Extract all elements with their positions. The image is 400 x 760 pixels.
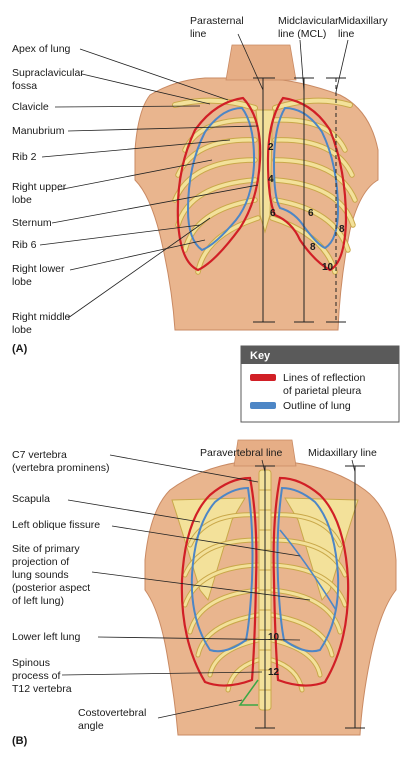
neck bbox=[225, 44, 297, 81]
scapula-label: Scapula bbox=[12, 493, 50, 505]
spinous-label-line3: T12 vertebra bbox=[12, 683, 72, 695]
panel-a-left-labels: Apex of lung Supraclavicular fossa Clavi… bbox=[12, 43, 259, 355]
rib-number: 10 bbox=[268, 632, 280, 643]
midaxillary-label: Midaxillary bbox=[338, 15, 388, 27]
c7-label-line2: (vertebra prominens) bbox=[12, 462, 109, 474]
posterior-left-lung bbox=[276, 486, 340, 653]
lower-left-lung-label: Lower left lung bbox=[12, 631, 80, 643]
site-primary-label-line3: lung sounds bbox=[12, 569, 69, 581]
key-pleura-label: Lines of reflection bbox=[283, 372, 365, 384]
supraclavicular-label-line2: fossa bbox=[12, 80, 37, 92]
panel-b: 10 12 Paravertebral line Midaxillary lin… bbox=[12, 439, 397, 747]
key-header bbox=[241, 346, 399, 364]
posterior-right-pleura bbox=[180, 476, 258, 687]
midaxillary-label-b: Midaxillary line bbox=[308, 447, 377, 459]
key-pleura-label-line2: of parietal pleura bbox=[283, 385, 361, 397]
parasternal-label-line2: line bbox=[190, 28, 207, 40]
rib-number: 10 bbox=[322, 262, 334, 273]
right-upper-lobe-label-line2: lobe bbox=[12, 194, 32, 206]
rib2-label: Rib 2 bbox=[12, 151, 37, 163]
site-primary-label-line4: (posterior aspect bbox=[12, 582, 90, 594]
neck-b bbox=[233, 439, 297, 467]
spinous-label-line2: process of bbox=[12, 670, 61, 682]
pleura-swatch bbox=[250, 374, 276, 381]
rib-numbers-a: 2 4 6 6 8 8 10 bbox=[268, 142, 345, 273]
panel-a: 2 4 6 6 8 8 10 Parasternal line Midclavi… bbox=[12, 15, 388, 355]
right-lower-lobe-label-line2: lobe bbox=[12, 276, 32, 288]
midclavicular-label-line2: line (MCL) bbox=[278, 28, 326, 40]
panel-a-tag: (A) bbox=[12, 343, 28, 355]
manubrium-label: Manubrium bbox=[12, 125, 65, 137]
oblique-fissure-label: Left oblique fissure bbox=[12, 519, 100, 531]
midaxillary-label-line2: line bbox=[338, 28, 355, 40]
midclavicular-label: Midclavicular bbox=[278, 15, 339, 27]
lung-swatch bbox=[250, 402, 276, 409]
costovertebral-label: Costovertebral bbox=[78, 707, 146, 719]
panel-b-left-labels: C7 vertebra (vertebra prominens) Scapula… bbox=[12, 449, 311, 747]
key-title: Key bbox=[250, 350, 271, 362]
rib-number: 2 bbox=[268, 142, 274, 153]
rib-number: 4 bbox=[268, 174, 274, 185]
reference-lines-b bbox=[255, 465, 365, 729]
right-middle-lobe-label: Right middle bbox=[12, 311, 71, 323]
rib-number: 8 bbox=[339, 224, 345, 235]
right-upper-lobe-label: Right upper bbox=[12, 181, 67, 193]
site-primary-label-line2: projection of bbox=[12, 556, 69, 568]
anterior-torso bbox=[134, 77, 379, 331]
paravertebral-label: Paravertebral line bbox=[200, 447, 282, 459]
rib-number: 6 bbox=[270, 208, 276, 219]
sternum-label: Sternum bbox=[12, 217, 52, 229]
site-primary-label: Site of primary bbox=[12, 543, 80, 555]
left-oblique-fissure-line bbox=[279, 529, 337, 611]
c7-label: C7 vertebra bbox=[12, 449, 67, 461]
costovertebral-angle-marker bbox=[238, 679, 259, 706]
rib-number: 6 bbox=[308, 208, 314, 219]
right-lung-outline bbox=[186, 106, 256, 252]
apex-label: Apex of lung bbox=[12, 43, 71, 55]
reference-lines bbox=[253, 77, 346, 323]
rib-number: 8 bbox=[310, 242, 316, 253]
right-pleura-line bbox=[176, 96, 262, 272]
right-middle-lobe-label-line2: lobe bbox=[12, 324, 32, 336]
spinous-label: Spinous bbox=[12, 657, 50, 669]
clavicle-label: Clavicle bbox=[12, 101, 49, 113]
key-lung-label: Outline of lung bbox=[283, 400, 351, 412]
legend-key: Key Lines of reflection of parietal pleu… bbox=[240, 345, 400, 423]
rib6-label: Rib 6 bbox=[12, 239, 37, 251]
right-lower-lobe-label: Right lower bbox=[12, 263, 65, 275]
posterior-right-lung bbox=[190, 486, 254, 653]
left-pleura-line bbox=[266, 96, 348, 272]
panel-b-tag: (B) bbox=[12, 735, 28, 747]
rib-number: 12 bbox=[268, 667, 280, 678]
site-primary-label-line5: of left lung) bbox=[12, 595, 64, 607]
left-lung-outline bbox=[272, 106, 340, 250]
supraclavicular-label: Supraclavicular bbox=[12, 67, 84, 79]
panel-a-top-labels: Parasternal line Midclavicular line (MCL… bbox=[190, 15, 388, 93]
parasternal-label: Parasternal bbox=[190, 15, 244, 27]
costovertebral-label-line2: angle bbox=[78, 720, 104, 732]
posterior-left-pleura bbox=[272, 476, 350, 687]
